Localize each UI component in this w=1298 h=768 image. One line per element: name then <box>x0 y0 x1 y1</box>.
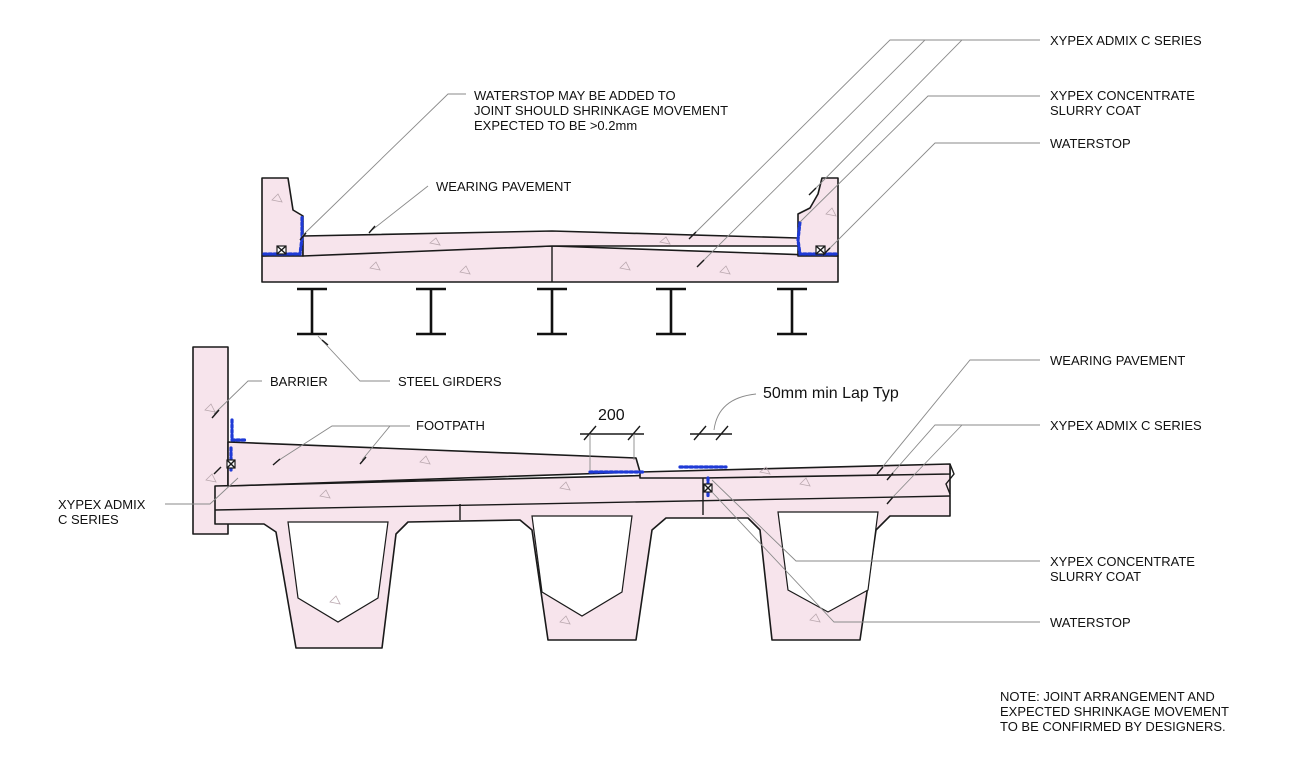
footpath-label: FOOTPATH <box>416 418 485 433</box>
bottom-left-admix-label-line1: XYPEX ADMIX <box>58 497 146 512</box>
bottom-leaders <box>165 359 1040 623</box>
box-void-3 <box>777 511 879 613</box>
steel-girder <box>416 287 446 336</box>
steel-girder <box>656 287 686 336</box>
top-section: XYPEX ADMIX C SERIES XYPEX CONCENTRATE S… <box>261 33 1202 389</box>
bottom-section: BARRIER FOOTPATH XYPEX ADMIX C SERIES WE… <box>58 346 1202 649</box>
barrier-slurry-coat <box>230 418 248 442</box>
box-void-2 <box>531 515 633 617</box>
lap-dimension-label: 50mm min Lap Typ <box>763 385 899 402</box>
dimension-200-label: 200 <box>598 407 625 424</box>
top-right-parapet <box>797 177 839 257</box>
top-slurry-label-line2: SLURRY COAT <box>1050 103 1141 118</box>
top-aggregate-texture <box>271 193 837 275</box>
box-void-1 <box>287 521 389 623</box>
steel-girder <box>297 287 327 336</box>
barrier-label: BARRIER <box>270 374 328 389</box>
bottom-right-admix-label: XYPEX ADMIX C SERIES <box>1050 418 1202 433</box>
bottom-slurry-label-line1: XYPEX CONCENTRATE <box>1050 554 1195 569</box>
waterstop-note-line3: EXPECTED TO BE >0.2mm <box>474 118 637 133</box>
top-slurry-label-line1: XYPEX CONCENTRATE <box>1050 88 1195 103</box>
top-waterstop-label: WATERSTOP <box>1050 136 1131 151</box>
bottom-left-admix-label-line2: C SERIES <box>58 512 119 527</box>
top-leaders <box>299 39 1040 382</box>
bottom-slurry-label-line2: SLURRY COAT <box>1050 569 1141 584</box>
bottom-wearing-pavement <box>639 463 951 479</box>
note-line1: NOTE: JOINT ARRANGEMENT AND <box>1000 689 1215 704</box>
top-left-parapet <box>261 177 304 257</box>
dimension-lap <box>690 393 757 441</box>
top-wearing-label: WEARING PAVEMENT <box>436 179 571 194</box>
steel-girders-label: STEEL GIRDERS <box>398 374 502 389</box>
break-line <box>945 463 955 495</box>
note-line2: EXPECTED SHRINKAGE MOVEMENT <box>1000 704 1229 719</box>
bottom-wearing-label: WEARING PAVEMENT <box>1050 353 1185 368</box>
waterstop-note-line2: JOINT SHOULD SHRINKAGE MOVEMENT <box>474 103 728 118</box>
steel-girder <box>537 287 567 336</box>
deck-soffit-line <box>214 495 951 511</box>
note-line3: TO BE CONFIRMED BY DESIGNERS. <box>1000 719 1226 734</box>
steel-girders <box>297 287 807 336</box>
bottom-aggregate-texture <box>204 403 821 625</box>
top-admix-label: XYPEX ADMIX C SERIES <box>1050 33 1202 48</box>
waterstop-note-line1: WATERSTOP MAY BE ADDED TO <box>474 88 676 103</box>
bottom-waterstop-label: WATERSTOP <box>1050 615 1131 630</box>
note-block: NOTE: JOINT ARRANGEMENT AND EXPECTED SHR… <box>1000 689 1229 734</box>
steel-girder <box>777 287 807 336</box>
dimension-200 <box>580 425 644 470</box>
